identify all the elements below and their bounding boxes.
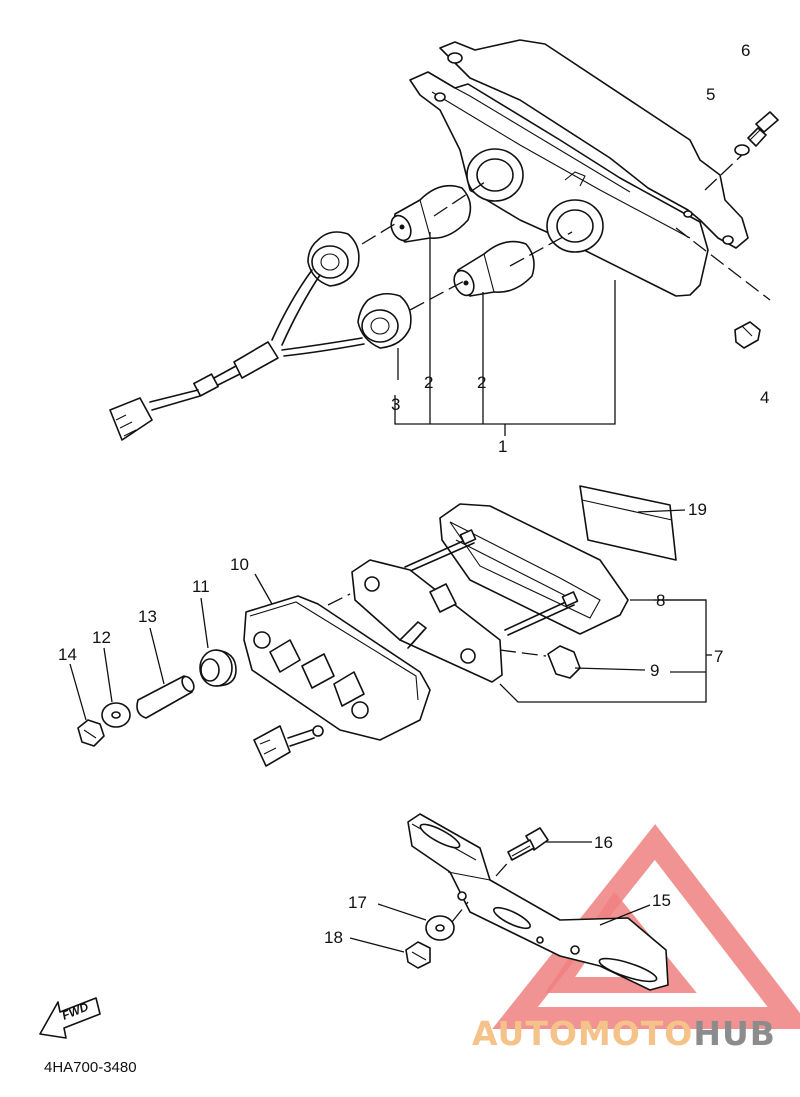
spacer-tube-part-13 [136,675,195,719]
nut-part-4 [734,321,761,349]
callout-14: 14 [58,645,77,664]
bulb-upper [390,184,472,243]
alignment-line-bulb-9 [499,649,547,657]
base-plate [351,559,503,683]
leader-line-10 [254,573,273,605]
callout-7: 7 [714,647,723,666]
fwd-arrow-icon: FWD [39,997,101,1039]
bolt-part-16 [507,827,549,861]
screw-part-6 [747,111,779,147]
callout-4: 4 [760,388,769,407]
socket-wiring-harness [109,231,412,441]
alignment-line-upper-6 [704,154,743,191]
callout-8: 8 [656,591,665,610]
leader-line-11 [200,597,209,649]
callout-2b: 2 [477,373,486,392]
wedge-bulb-part-9 [547,645,581,679]
washer-part-5 [734,144,750,156]
alignment-line-upper-4 [509,231,573,267]
callout-18: 18 [324,928,343,947]
reflector-strip-part-19 [579,485,677,561]
connector-plug [253,725,324,767]
diagram-code: 4HA700-3480 [44,1059,137,1076]
alignment-line-housing [327,593,351,606]
leader-line-15 [599,904,651,926]
alignment-line-upper-1 [361,221,399,245]
watermark-text-part1: AUTOMOTO [472,1014,693,1053]
leader-line-9 [574,667,646,671]
leader-line-12 [103,647,113,703]
bulb-lower [453,240,535,297]
alignment-line-bracket-2 [495,857,513,877]
leader-line-14 [69,663,87,721]
callout-2a: 2 [424,373,433,392]
alignment-line-upper-2 [409,279,467,311]
alignment-line-upper-5 [675,227,771,301]
leader-line-18 [349,937,405,953]
callout-5: 5 [706,85,715,104]
callout-15: 15 [652,891,671,910]
alignment-line-upper-3 [433,181,486,217]
callout-16: 16 [594,833,613,852]
nut-part-14 [77,719,105,747]
leader-line-19 [637,509,686,513]
callout-3: 3 [391,395,400,414]
callout-6: 6 [741,41,750,60]
callout-19: 19 [688,500,707,519]
callout-11: 11 [192,577,210,596]
leader-line-13 [149,627,165,685]
callout-12: 12 [92,628,111,647]
callout-13: 13 [138,607,157,626]
callout-17: 17 [348,893,367,912]
license-light-housing-part-10 [243,595,431,741]
lens-cover-part-8 [439,503,629,635]
washer-part-12 [101,702,131,728]
callout-9: 9 [650,661,659,680]
license-bracket-part-15 [407,813,669,991]
long-screws [404,529,579,636]
grommet-part-11 [199,649,237,687]
taillight-housing [409,39,749,297]
nut-part-18 [405,941,431,969]
alignment-line-bracket-1 [451,901,469,923]
leader-line-17 [377,903,427,921]
callout-1: 1 [498,437,507,456]
svg-text:AUTOMOTOHUB: AUTOMOTOHUB [472,1014,776,1053]
leader-group-1 [394,280,616,425]
callout-10: 10 [230,555,249,574]
watermark-text-part2: HUB [693,1014,776,1053]
washer-part-17 [425,915,455,941]
